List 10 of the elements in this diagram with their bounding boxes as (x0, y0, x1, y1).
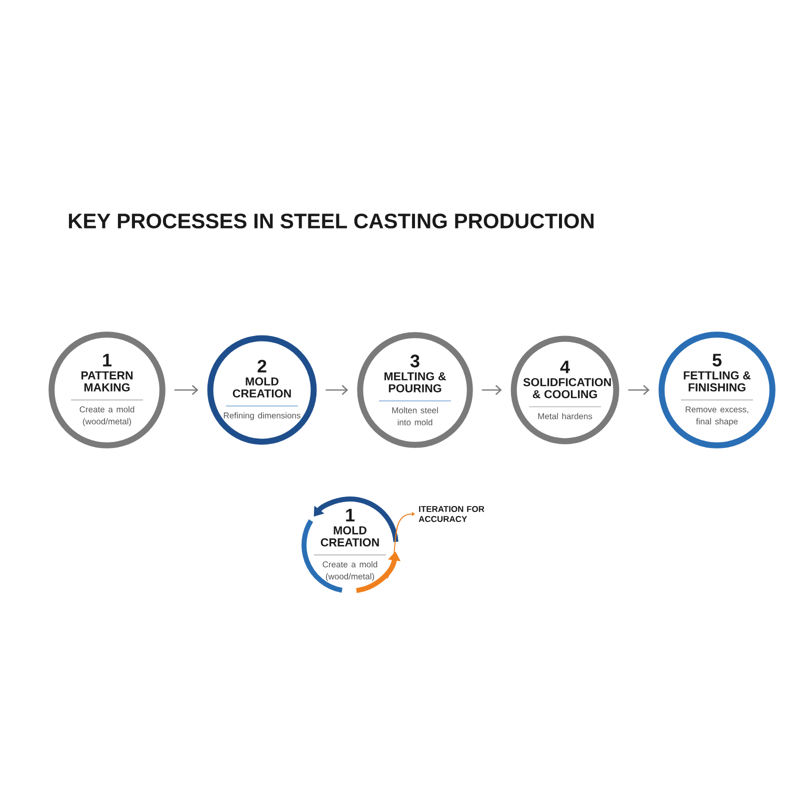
node-label: Create a mold (wood/metal) (322, 561, 378, 582)
callout-text: ITERATION FOR ACCURACY (418, 506, 484, 522)
title: KEY PROCESSES IN STEEL CASTING PRODUCTION (68, 214, 594, 228)
arrow (482, 385, 502, 395)
arrow (386, 512, 415, 579)
arrow (326, 385, 348, 395)
arrow (628, 385, 650, 395)
node-label: MOLD CREATION (320, 526, 379, 546)
node-label: 1 (346, 508, 355, 522)
arrow (174, 385, 198, 395)
